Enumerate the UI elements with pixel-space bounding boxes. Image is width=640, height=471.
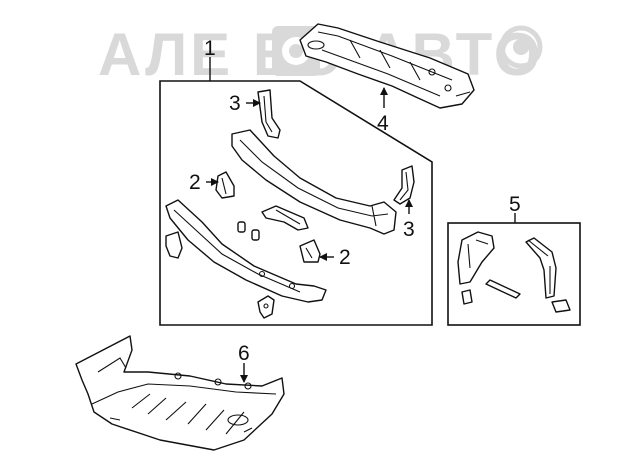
leader-lines (206, 57, 516, 383)
part-3-bracket-right (393, 165, 415, 205)
part-1-lower-crossmember (165, 199, 327, 303)
assembly-frame (159, 80, 433, 326)
part-4-upper-support (299, 23, 475, 109)
callout-5: 5 (509, 193, 521, 216)
callout-4: 4 (377, 112, 389, 135)
callout-3-right: 3 (403, 218, 415, 241)
callout-3-upper: 3 (229, 92, 241, 115)
part-6-skid-plate (75, 335, 285, 451)
part-center-bracket (261, 205, 309, 231)
callout-1: 1 (204, 37, 216, 60)
part-mount-bushings (237, 221, 260, 241)
part-1-lower-bracket (257, 295, 275, 319)
part-5-frame (447, 222, 581, 326)
callout-labels: 1 2 2 3 3 4 5 6 (189, 37, 521, 365)
callout-2-right: 2 (339, 246, 351, 269)
part-3-bracket-left (257, 89, 281, 139)
callout-6: 6 (238, 342, 250, 365)
part-2-gusset-left (215, 171, 235, 199)
part-1-left-post (165, 231, 183, 259)
part-1-upper-crossmember (231, 129, 397, 235)
part-2-gusset-right (299, 239, 321, 263)
registered-mark-icon (499, 25, 543, 69)
part-5-components (457, 231, 571, 313)
callout-2-left: 2 (189, 171, 201, 194)
